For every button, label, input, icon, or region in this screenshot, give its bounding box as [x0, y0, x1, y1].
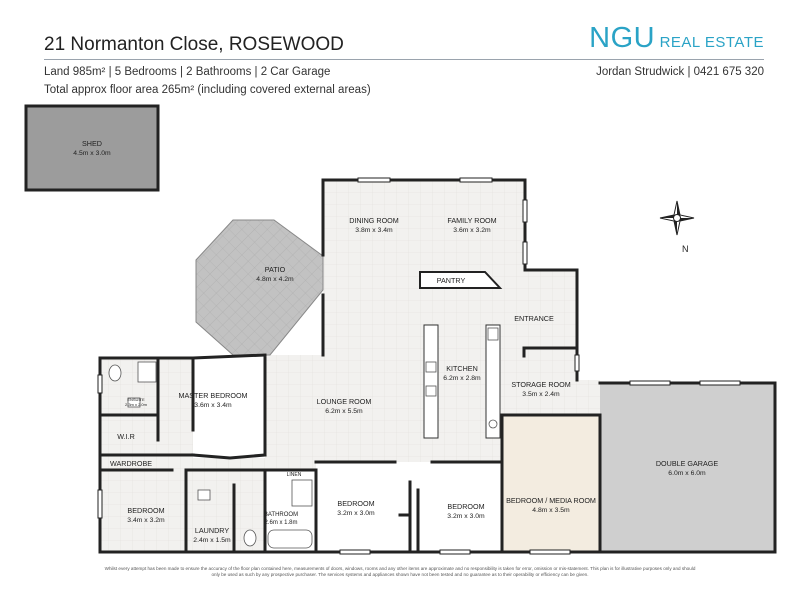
bed1-name: BEDROOM — [127, 506, 164, 515]
toilet-icon — [108, 364, 122, 382]
pantry-name: PANTRY — [437, 276, 466, 285]
patio-area — [195, 219, 324, 356]
bathtub-icon — [267, 529, 313, 549]
fridge-icon — [487, 327, 499, 341]
kitchen-dims: 6.2m x 2.8m — [443, 375, 481, 382]
bed1-dims: 3.4m x 3.2m — [127, 517, 165, 524]
shower-icon-2 — [291, 479, 313, 507]
dining-dims: 3.8m x 3.4m — [355, 227, 393, 234]
kitchen-bench — [485, 324, 501, 439]
floor-area-note: Total approx floor area 265m² (including… — [44, 84, 371, 96]
disclaimer: Whilst every attempt has been made to en… — [104, 566, 696, 577]
patio-name: PATIO — [265, 265, 286, 274]
garage-dims: 6.0m x 6.0m — [668, 470, 706, 477]
compass-icon: N — [659, 200, 695, 254]
toilet-icon-2 — [243, 529, 257, 547]
storage-name: STORAGE ROOM — [511, 380, 570, 389]
dishwasher-icon — [425, 385, 437, 397]
family-name: FAMILY ROOM — [447, 216, 496, 225]
dining-name: DINING ROOM — [349, 216, 399, 225]
shed-name: SHED — [82, 139, 102, 148]
laundry-dims: 2.4m x 1.5m — [193, 537, 231, 544]
laundry-tub-icon — [197, 489, 211, 501]
laundry-name: LAUNDRY — [195, 526, 229, 535]
cooktop-icon — [488, 419, 498, 429]
property-summary: Land 985m² | 5 Bedrooms | 2 Bathrooms | … — [44, 66, 331, 78]
master-dims: 3.6m x 3.4m — [194, 402, 232, 409]
agent-contact: Jordan Strudwick | 0421 675 320 — [596, 66, 764, 78]
media-name: BEDROOM / MEDIA ROOM — [506, 496, 596, 505]
bathroom-name: BATHROOM — [264, 512, 298, 518]
bed3-dims: 3.2m x 3.0m — [447, 513, 485, 520]
media-room-floor — [502, 415, 600, 552]
media-dims: 4.8m x 3.5m — [532, 507, 570, 514]
vanity-icon — [127, 397, 141, 408]
bed3-name: BEDROOM — [447, 502, 484, 511]
patio-dims: 4.8m x 4.2m — [256, 276, 294, 283]
pantry-outline — [419, 271, 503, 289]
kitchen-island — [423, 324, 439, 439]
linen-name: LINEN — [287, 472, 302, 478]
lounge-dims: 6.2m x 5.5m — [325, 408, 363, 415]
shed-outline — [24, 104, 160, 192]
sink-icon — [425, 361, 437, 373]
entrance-name: ENTRANCE — [514, 314, 554, 323]
brand-name: NGU — [589, 22, 656, 54]
ensuite-name: ENSUITE — [127, 397, 145, 402]
lounge-name: LOUNGE ROOM — [317, 397, 372, 406]
shed-dims: 4.5m x 3.0m — [73, 150, 111, 157]
kitchen-name: KITCHEN — [446, 364, 478, 373]
bed2-name: BEDROOM — [337, 499, 374, 508]
ensuite-dims: 2.3m x 2.0m — [125, 402, 148, 407]
garage-name: DOUBLE GARAGE — [656, 459, 719, 468]
brand-tagline: REAL ESTATE — [659, 34, 764, 51]
brand-logo: NGU REAL ESTATE — [589, 22, 764, 55]
windows — [97, 177, 741, 555]
bed2-dims: 3.2m x 3.0m — [337, 510, 375, 517]
bathroom-dims: 2.6m x 1.8m — [264, 520, 297, 526]
room-labels: SHED 4.5m x 3.0m DINING ROOM 3.8m x 3.4m… — [73, 139, 718, 544]
wardrobe-name: WARDROBE — [110, 459, 152, 468]
compass-north-label: N — [682, 244, 689, 254]
shower-icon — [137, 361, 157, 383]
storage-dims: 3.5m x 2.4m — [522, 391, 560, 398]
family-dims: 3.6m x 3.2m — [453, 227, 491, 234]
wir-name: W.I.R — [117, 432, 135, 441]
master-name: MASTER BEDROOM — [178, 391, 247, 400]
property-address: 21 Normanton Close, ROSEWOOD — [44, 34, 344, 55]
header-divider — [44, 59, 764, 60]
garage-floor — [600, 383, 775, 552]
